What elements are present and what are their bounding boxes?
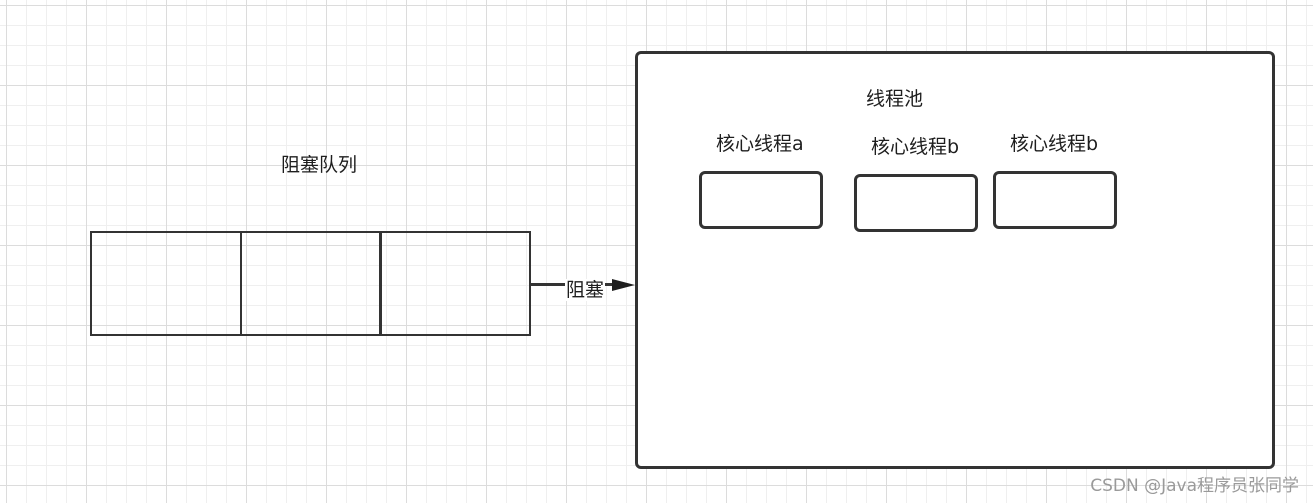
core-thread-box-1 — [699, 171, 823, 229]
queue-cell-1 — [90, 231, 242, 336]
connector-label: 阻塞 — [565, 279, 606, 301]
queue-cell-3 — [379, 231, 531, 336]
watermark: CSDN @Java程序员张同学 — [1090, 476, 1299, 496]
arrow-head-icon — [612, 279, 635, 291]
queue-cell-2 — [240, 231, 382, 336]
core-thread-label-1: 核心线程a — [716, 133, 804, 155]
thread-pool-title: 线程池 — [866, 88, 924, 110]
queue-title: 阻塞队列 — [281, 154, 358, 176]
core-thread-label-3: 核心线程b — [1010, 133, 1099, 155]
core-thread-label-2: 核心线程b — [871, 136, 960, 158]
thread-pool-container — [635, 51, 1275, 469]
core-thread-box-2 — [854, 174, 978, 232]
core-thread-box-3 — [993, 171, 1117, 229]
